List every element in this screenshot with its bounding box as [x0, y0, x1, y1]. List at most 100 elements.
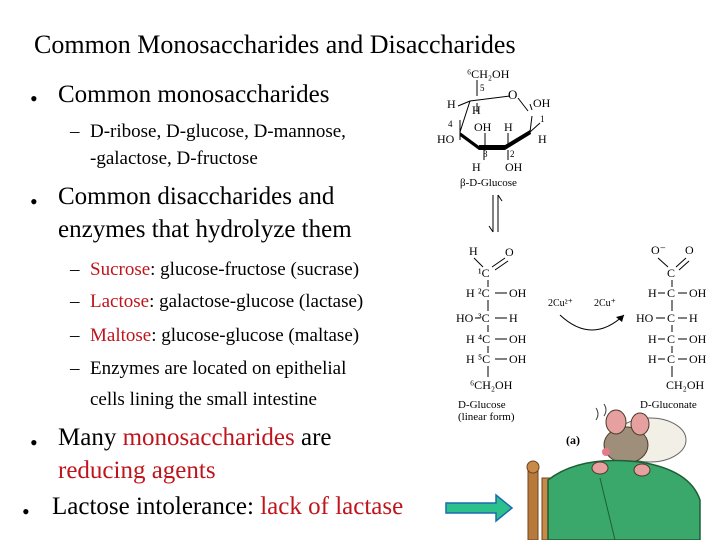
atom: H [648, 332, 657, 346]
pillow [613, 417, 687, 463]
ring-h: H [538, 132, 547, 146]
bullet-dot: • [30, 430, 38, 455]
bond-bold [479, 145, 505, 150]
mouse-head [603, 426, 649, 464]
atom: OH [689, 352, 707, 366]
ring-oh: OH [474, 120, 492, 134]
bullet-dot: • [22, 499, 30, 524]
carbon: C [667, 311, 675, 325]
bond [473, 257, 484, 268]
highlight-monosaccharides: monosaccharides [122, 424, 295, 451]
sugar-name: Maltose [90, 325, 152, 346]
ring-h: H [447, 97, 456, 111]
sub-dash: – [70, 325, 80, 346]
atom: H [648, 286, 657, 300]
oxidation-reaction: 2Cu²⁺ 2Cu⁺ [548, 298, 625, 331]
stink-mark [595, 407, 599, 421]
equilibrium-arrows [488, 194, 503, 233]
list-item-lactose: Lactose: galactose-glucose (lactase) [90, 291, 363, 313]
ring-oh: OH [533, 96, 551, 110]
ring-num: 4 [448, 119, 453, 129]
carbon: C [667, 266, 675, 280]
bed-post [541, 477, 551, 540]
bond [529, 115, 533, 133]
green-arrow [445, 493, 514, 523]
ring-num: 5 [480, 83, 485, 93]
atom: H [466, 332, 475, 346]
atom: O⁻ [651, 243, 666, 257]
gluconate-caption: D-Gluconate [640, 399, 697, 411]
mouse-ear [605, 409, 627, 435]
bond [678, 260, 690, 271]
bed-post [527, 469, 539, 540]
bullet1-sub-line2: -galactose, D-fructose [90, 148, 258, 169]
atom: OH [689, 286, 707, 300]
text: are [294, 424, 332, 451]
bond [457, 100, 471, 107]
ring-oh: OH [505, 160, 523, 174]
arrowhead [616, 315, 624, 322]
ring-caption: β-D-Glucose [460, 177, 517, 189]
glucose-ring: ⁶CH₂OH 5 O OH H H 4 1 HO OH H H 3 2 H OH… [437, 67, 551, 189]
cartoon-label: (a) [566, 433, 580, 447]
text: Many [58, 424, 123, 451]
atom: H [509, 311, 518, 325]
bond [469, 95, 511, 102]
bond [529, 103, 533, 111]
highlight-lack-of-lactase: lack of lactase [260, 493, 404, 520]
atom: OH [509, 286, 527, 300]
atom: HO [636, 311, 654, 325]
atom: H [466, 286, 475, 300]
bond [494, 260, 509, 271]
atom: H [689, 311, 698, 325]
curved-arrow [559, 314, 625, 331]
bond [657, 257, 669, 268]
sugar-name: Sucrose [90, 259, 151, 280]
sugar-desc: : glucose-glucose (maltase) [151, 325, 360, 346]
sub-dash: – [70, 121, 80, 142]
bullet-dot: • [30, 86, 38, 111]
atom: H [469, 244, 478, 258]
atom: H [648, 352, 657, 366]
carbon: ¹C [478, 266, 490, 280]
bullet1-sub-line1: D-ribose, D-glucose, D-mannose, [90, 121, 346, 142]
sugar-name: Lactose [90, 291, 150, 312]
atom: O [505, 245, 514, 259]
bullet3-line1: Many monosaccharides are [58, 424, 332, 452]
ring-num: 2 [510, 149, 515, 159]
ring-ch2oh-label: ⁶CH₂OH [467, 67, 510, 81]
carbon: C [667, 332, 675, 346]
cartoon-mouse-in-bed: (a) [526, 403, 701, 540]
arrow-shape [445, 493, 514, 523]
reactant-label: 2Cu²⁺ [548, 298, 573, 309]
ring-oh: HO [437, 132, 455, 146]
sugar-desc: : glucose-fructose (sucrase) [150, 259, 360, 280]
bullet4-line: Lactose intolerance: lack of lactase [52, 493, 403, 521]
atom: OH [509, 352, 527, 366]
bullet-dot: • [30, 189, 38, 214]
list-item-sucrose: Sucrose: glucose-fructose (sucrase) [90, 259, 359, 281]
ring-h: H [504, 120, 513, 134]
blanket [547, 459, 701, 540]
ring-oxygen: O [508, 87, 517, 102]
glucose-linear: H O ¹C ²C ³C ⁴C ⁵C ⁶CH₂OH H HO H H OH H … [456, 244, 527, 423]
carbon: C [667, 352, 675, 366]
mouse-nose [602, 448, 610, 456]
atom: ⁶CH₂OH [470, 378, 513, 392]
bond-bold [505, 130, 531, 150]
linear-caption: D-Glucose [458, 399, 506, 411]
sub-dash: – [70, 358, 80, 379]
gluconate: O⁻ O C C C C C CH₂OH H HO H H OH H OH OH… [636, 243, 707, 411]
bullet2-line1: Common disaccharides and [58, 183, 335, 210]
atom: O [685, 243, 694, 257]
ring-num: 1 [540, 114, 545, 124]
carbon: ⁵C [478, 352, 490, 366]
bond [491, 257, 506, 268]
stink-mark [603, 403, 607, 417]
sub-dash: – [70, 291, 80, 312]
list-item-maltose: Maltose: glucose-glucose (maltase) [90, 325, 359, 347]
text: Lactose intolerance: [52, 493, 261, 520]
atom: H [466, 352, 475, 366]
slide-title: Common Monosaccharides and Disaccharides [34, 30, 516, 59]
carbon: ²C [478, 286, 490, 300]
